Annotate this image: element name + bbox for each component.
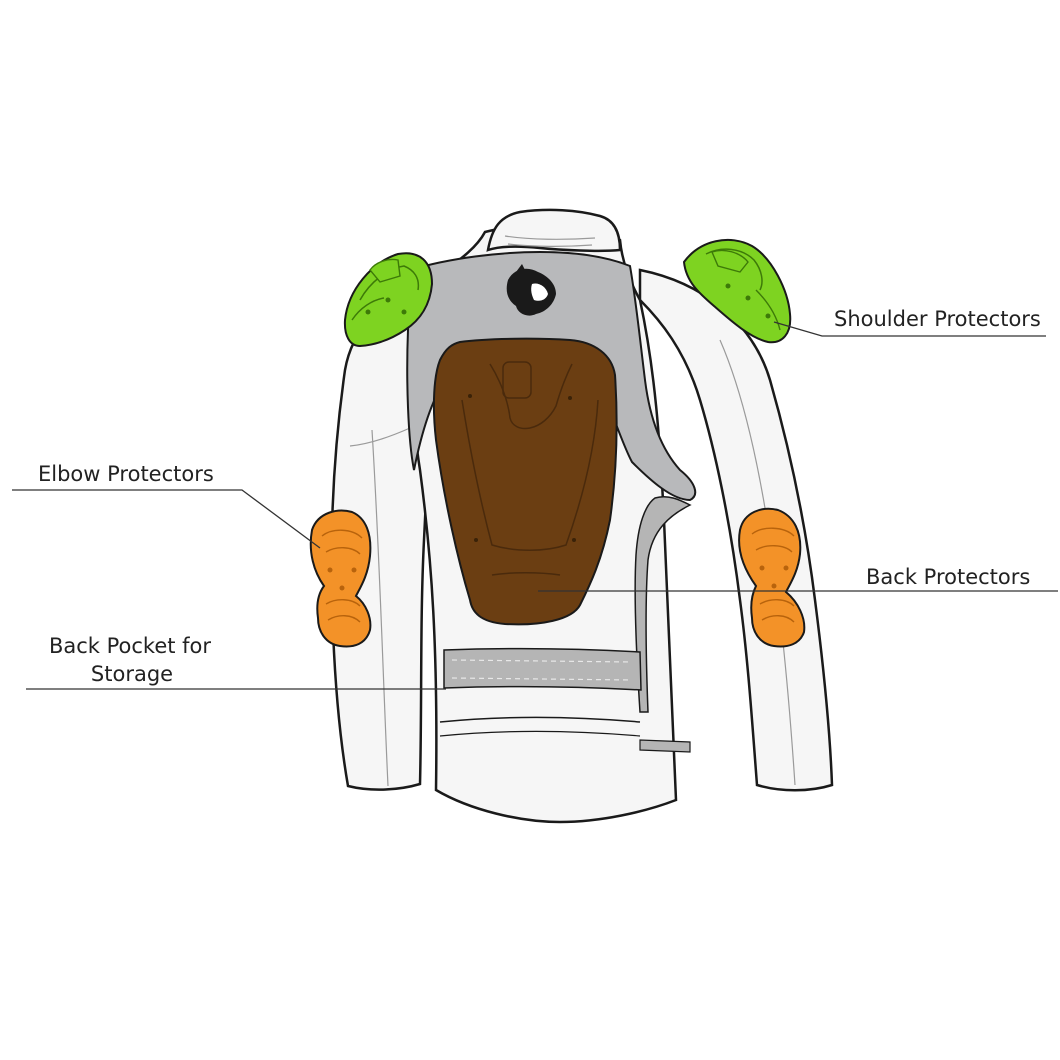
shoulder-yoke [406, 250, 697, 502]
right-elbow-protector [738, 507, 806, 648]
elbow-leader-line [12, 489, 321, 549]
right-sleeve [638, 268, 834, 792]
back-pocket-label-line1: Back Pocket for [49, 634, 211, 658]
back-protector [432, 337, 618, 626]
back-pocket-label-line2: Storage [91, 662, 173, 686]
right-shoulder-protector [682, 239, 792, 344]
side-trim [634, 495, 692, 713]
left-elbow-protector [309, 509, 372, 648]
shoulder-protectors-label: Shoulder Protectors [834, 307, 1041, 331]
elbow-protectors-label: Elbow Protectors [38, 462, 214, 486]
back-pocket-band [443, 647, 642, 691]
panther-head-logo [506, 264, 556, 316]
collar [486, 208, 622, 253]
leader-lines [12, 321, 1058, 690]
back-protectors-label: Back Protectors [866, 565, 1030, 589]
shoulder-leader-line [773, 321, 1046, 337]
left-shoulder-protector [343, 252, 434, 348]
